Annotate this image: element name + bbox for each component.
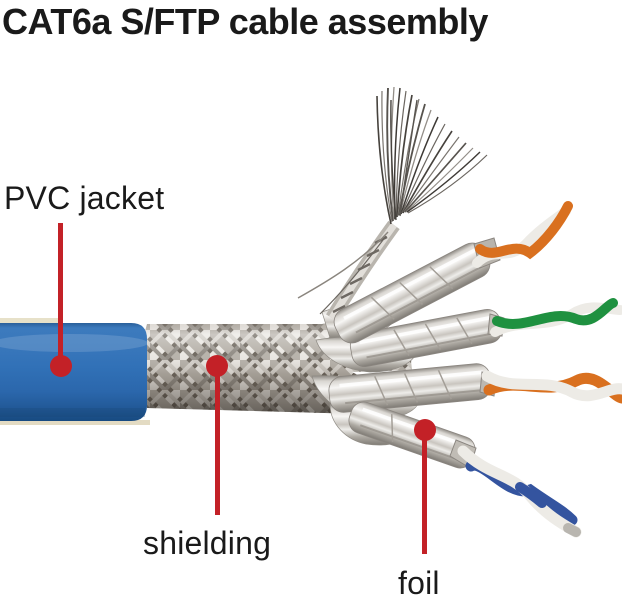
- braid-rope: [326, 220, 400, 322]
- twisted-pair-orange-top: [472, 201, 573, 268]
- twisted-pair-blue: [457, 445, 582, 538]
- callout-line: [215, 366, 220, 515]
- photo-artifact: [0, 420, 150, 425]
- callout-label: foil: [398, 565, 440, 601]
- braid-strand-fan: [297, 86, 488, 315]
- twisted-pair-green: [490, 298, 622, 337]
- foil-tube: [328, 363, 492, 413]
- foil-tube: [349, 308, 503, 368]
- callout-label: shielding: [143, 525, 272, 561]
- callout-line: [422, 430, 427, 554]
- pvc-jacket-graphic: [0, 323, 148, 421]
- twisted-pair-orange-mid: [481, 370, 622, 404]
- callout-label: PVC jacket: [4, 180, 165, 216]
- callout-line: [58, 223, 63, 366]
- photo-artifact: [0, 318, 60, 323]
- figure-title: CAT6a S/FTP cable assembly: [2, 1, 488, 42]
- callout-dot: [50, 355, 72, 377]
